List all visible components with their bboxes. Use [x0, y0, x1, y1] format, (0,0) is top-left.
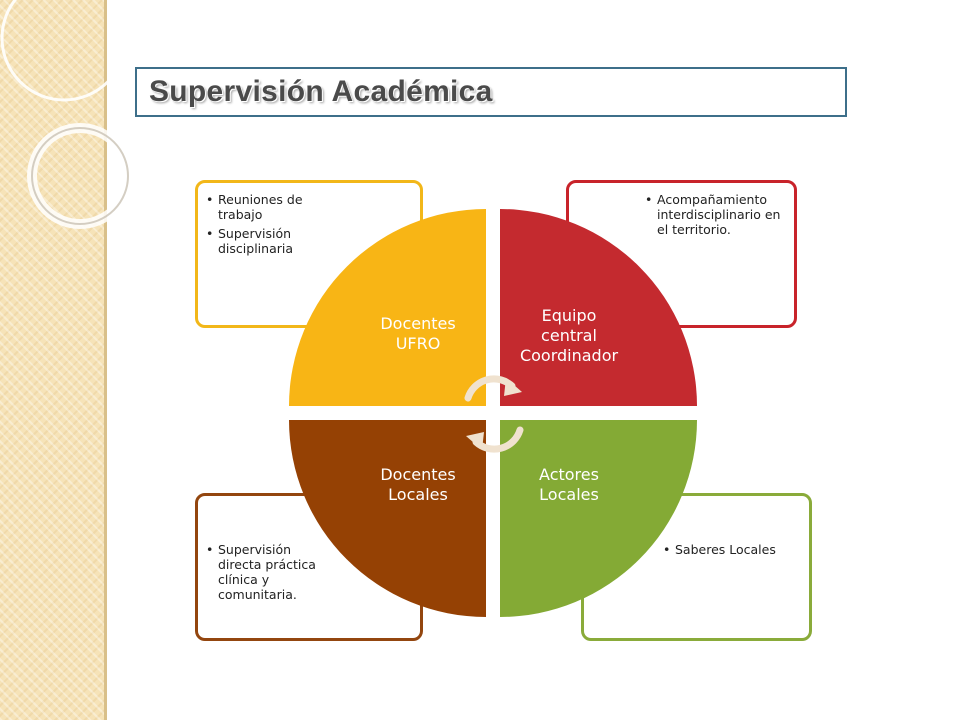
label-line: Docentes [380, 314, 456, 333]
label-line: Locales [388, 485, 448, 504]
label-line: UFRO [395, 334, 441, 353]
side-band-edge [104, 0, 107, 720]
quadrant-label-docentes-locales: Docentes Locales [343, 465, 493, 505]
quadrant-equipo-central [500, 209, 697, 406]
label-line: Actores [539, 465, 599, 484]
circular-arrows-icon [464, 375, 524, 453]
page-title: Supervisión Académica [149, 75, 493, 108]
notes-list: Acompañamiento interdisciplinario en el … [640, 192, 790, 241]
label-line: Locales [539, 485, 599, 504]
decorative-side-band [0, 0, 106, 720]
label-line: Equipo [541, 306, 597, 325]
note-item: Supervisión disciplinaria [201, 226, 321, 256]
quadrant-docentes-locales [289, 420, 486, 617]
notes-list: Supervisión directa práctica clínica y c… [201, 542, 329, 606]
quadrant-label-equipo-central: Equipo central Coordinador [494, 306, 644, 366]
quadrant-actores-locales [500, 420, 697, 617]
notes-list: Reuniones de trabajo Supervisión discipl… [201, 192, 321, 260]
label-line: central [541, 326, 597, 345]
note-item: Acompañamiento interdisciplinario en el … [640, 192, 790, 237]
quadrant-label-actores-locales: Actores Locales [494, 465, 644, 505]
decorative-rings [0, 0, 130, 229]
label-line: Coordinador [519, 346, 619, 365]
title-box: Supervisión Académica [135, 67, 847, 117]
notes-list: Saberes Locales [658, 542, 808, 561]
note-item: Saberes Locales [658, 542, 808, 557]
note-item: Supervisión directa práctica clínica y c… [201, 542, 329, 602]
quadrant-docentes-ufro [289, 209, 486, 406]
note-item: Reuniones de trabajo [201, 192, 321, 222]
label-line: Docentes [380, 465, 456, 484]
quadrant-label-docentes-ufro: Docentes UFRO [343, 314, 493, 354]
